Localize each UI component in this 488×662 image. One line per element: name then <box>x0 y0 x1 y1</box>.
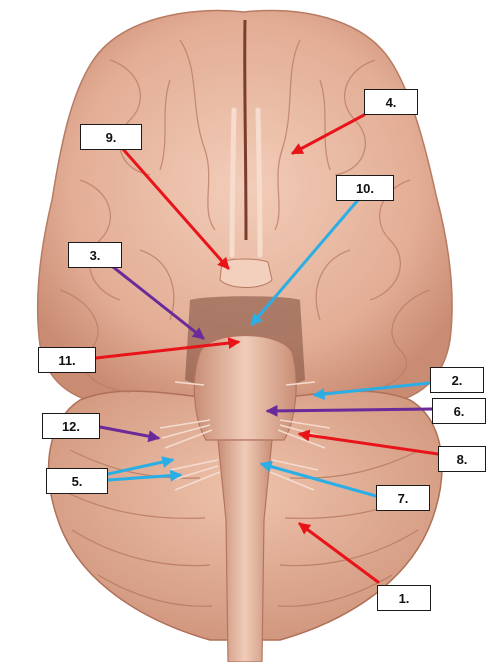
label-12: 12. <box>42 413 100 439</box>
cranial-nerve-roots <box>159 381 331 491</box>
arrow-6 <box>265 404 434 417</box>
olfactory-tracts <box>229 107 263 258</box>
arrow-4 <box>290 113 366 155</box>
arrow-7 <box>259 460 378 498</box>
arrow-12 <box>98 425 161 443</box>
longitudinal-fissure <box>243 19 248 241</box>
arrow-2 <box>312 381 432 400</box>
arrow-5b <box>106 469 183 482</box>
label-8: 8. <box>438 446 486 472</box>
arrow-11 <box>94 337 241 360</box>
arrow-9 <box>120 146 230 270</box>
label-2: 2. <box>430 367 484 393</box>
arrow-8 <box>297 429 440 456</box>
label-11: 11. <box>38 347 96 373</box>
medulla-spinal-cord <box>217 439 273 662</box>
arrow-10 <box>250 198 360 326</box>
arrow-3 <box>106 261 205 340</box>
arrow-1 <box>298 522 380 584</box>
optic-chiasm <box>219 258 273 288</box>
label-4: 4. <box>364 89 418 115</box>
label-10: 10. <box>336 175 394 201</box>
label-3: 3. <box>68 242 122 268</box>
label-9: 9. <box>80 124 142 150</box>
label-7: 7. <box>376 485 430 511</box>
label-1: 1. <box>377 585 431 611</box>
gyri-texture <box>59 39 431 393</box>
pointer-arrows <box>94 113 440 584</box>
arrow-5a <box>106 456 175 476</box>
label-5: 5. <box>46 468 108 494</box>
label-6: 6. <box>432 398 486 424</box>
